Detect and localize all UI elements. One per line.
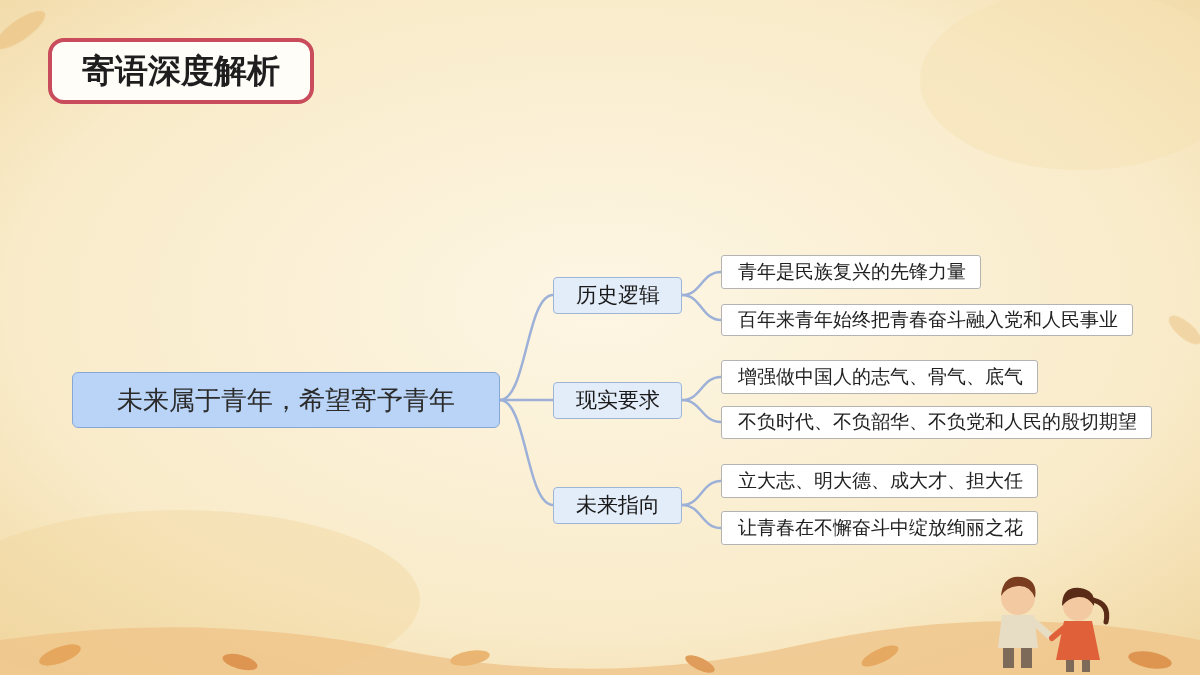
branch-topic: 现实要求 (553, 382, 682, 419)
topic-text: 现实要求 (576, 386, 660, 414)
leaf-topic: 增强做中国人的志气、骨气、底气 (721, 360, 1038, 394)
topic-text: 青年是民族复兴的先锋力量 (738, 259, 966, 285)
branch-connector (682, 377, 721, 400)
leaf-topic: 青年是民族复兴的先锋力量 (721, 255, 981, 289)
leaf-strip (0, 5, 1200, 675)
leaf-topic: 立大志、明大德、成大才、担大任 (721, 464, 1038, 498)
leaf-topic: 百年来青年始终把青春奋斗融入党和人民事业 (721, 304, 1133, 336)
branch-connector (682, 505, 721, 528)
children-illustration (998, 577, 1107, 672)
topic-text: 增强做中国人的志气、骨气、底气 (738, 364, 1023, 390)
branch-connector (682, 481, 721, 505)
topic-text: 未来属于青年，希望寄予青年 (117, 383, 455, 418)
root-topic: 未来属于青年，希望寄予青年 (72, 372, 500, 428)
glow (920, 0, 1200, 170)
topic-text: 让青春在不懈奋斗中绽放绚丽之花 (738, 515, 1023, 541)
topic-text: 不负时代、不负韶华、不负党和人民的殷切期望 (738, 409, 1137, 435)
topic-text: 立大志、明大德、成大才、担大任 (738, 468, 1023, 494)
branch-connector (500, 399, 553, 402)
title-box: 寄语深度解析 (48, 38, 314, 104)
leaf-topic: 不负时代、不负韶华、不负党和人民的殷切期望 (721, 406, 1152, 439)
topic-text: 未来指向 (576, 491, 660, 519)
branch-topic: 未来指向 (553, 487, 682, 524)
branch-connector (500, 400, 553, 505)
leaf-topic: 让青春在不懈奋斗中绽放绚丽之花 (721, 511, 1038, 545)
topic-text: 百年来青年始终把青春奋斗融入党和人民事业 (738, 307, 1118, 333)
topic-text: 历史逻辑 (576, 281, 660, 309)
branch-connector (682, 295, 721, 320)
branch-connector (500, 295, 553, 400)
title-text: 寄语深度解析 (82, 49, 280, 94)
branch-connector (682, 272, 721, 295)
branch-connector (682, 400, 721, 422)
branch-topic: 历史逻辑 (553, 277, 682, 314)
